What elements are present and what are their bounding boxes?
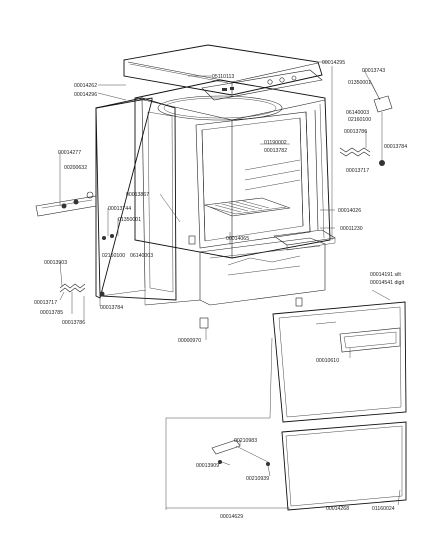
label-00014295: 00014295 bbox=[322, 60, 345, 66]
label-00000970: 00000970 bbox=[178, 338, 201, 344]
label-00013786-left: 00013786 bbox=[62, 320, 85, 326]
label-00010610: 00010610 bbox=[316, 358, 339, 364]
hinge-bracket-left bbox=[35, 191, 97, 217]
lower-plinth bbox=[144, 237, 326, 306]
label-00013784-top: 00013784 bbox=[384, 144, 407, 150]
label-02160100-top: 02160100 bbox=[348, 117, 371, 123]
label-00014541: 00014541 digit bbox=[370, 280, 405, 286]
hardware-left-lower bbox=[99, 234, 114, 297]
label-00013782: 00013782 bbox=[264, 148, 287, 154]
left-door bbox=[95, 97, 153, 299]
spring-right bbox=[339, 147, 385, 166]
label-00210939: 00210939 bbox=[246, 476, 269, 482]
label-00014065: 00014065 bbox=[226, 236, 249, 242]
label-01350001-top: 01350001 bbox=[348, 80, 371, 86]
label-00013743: 00013743 bbox=[362, 68, 385, 74]
label-00210983: 00210983 bbox=[234, 438, 257, 444]
label-00014191: 00014191 silt bbox=[370, 272, 401, 278]
label-00013717-left: 00013717 bbox=[34, 300, 57, 306]
label-00013785: 00013785 bbox=[40, 310, 63, 316]
label-00014262: 00014262 bbox=[74, 83, 97, 89]
label-01350001-left: 01350001 bbox=[118, 217, 141, 223]
label-00014026: 00014026 bbox=[338, 208, 361, 214]
kick-plate bbox=[281, 421, 407, 511]
spring-left bbox=[59, 283, 86, 293]
label-00013867: 00013867 bbox=[126, 192, 149, 198]
label-00013786-top: 00013786 bbox=[344, 129, 367, 135]
label-00013744: 00013744 bbox=[108, 206, 131, 212]
left-side-panel bbox=[95, 97, 177, 301]
label-01160024: 01160024 bbox=[372, 506, 395, 512]
top-lid bbox=[123, 44, 323, 96]
label-00014277: 00014277 bbox=[58, 150, 81, 156]
label-00014629: 00014629 bbox=[220, 514, 243, 520]
label-00013909: 00013909 bbox=[196, 463, 219, 469]
bottom-door bbox=[272, 301, 407, 423]
part-labels: 00014295 05110113 00014262 00014296 0001… bbox=[34, 60, 407, 520]
label-00014296: 00014296 bbox=[74, 92, 97, 98]
callout-frame bbox=[165, 66, 333, 510]
label-00013784-left: 00013784 bbox=[100, 305, 123, 311]
cabinet-body bbox=[134, 79, 331, 259]
leader-lines bbox=[59, 61, 401, 506]
label-00014268: 00014268 bbox=[326, 506, 349, 512]
label-00011230: 00011230 bbox=[340, 226, 363, 232]
label-06140003-top: 06140003 bbox=[346, 110, 369, 116]
label-00013903: 00013903 bbox=[44, 260, 67, 266]
label-05110113: 05110113 bbox=[212, 74, 234, 80]
hinge-right-top bbox=[373, 95, 393, 160]
label-02160100-left: 02160100 bbox=[102, 253, 125, 259]
feet bbox=[188, 235, 303, 329]
label-00200632: 00200632 bbox=[64, 165, 87, 171]
label-00013717-top: 00013717 bbox=[346, 168, 369, 174]
label-01190002: 01190002 bbox=[264, 140, 287, 146]
label-06140003-left: 06140003 bbox=[130, 253, 153, 259]
